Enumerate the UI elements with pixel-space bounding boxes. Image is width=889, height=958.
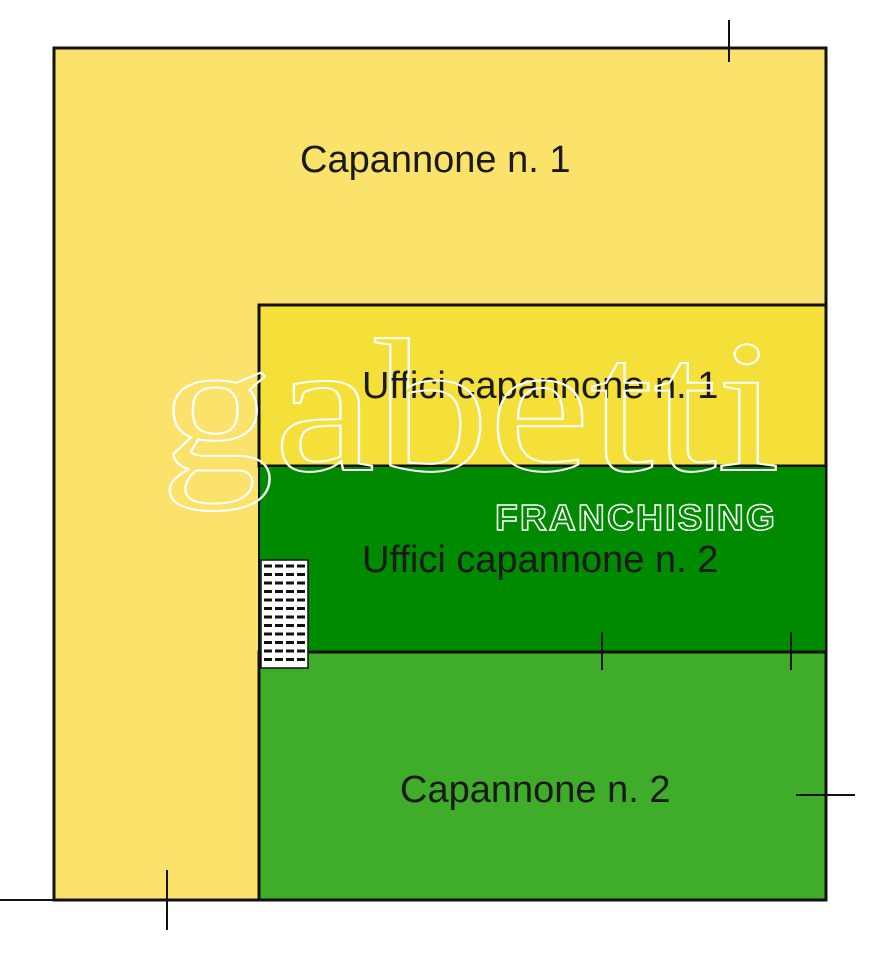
gabetti-logo-watermark: gabetti FRANCHISING [159, 301, 781, 539]
svg-text:FRANCHISING: FRANCHISING [495, 497, 777, 538]
reference-ticks [0, 20, 855, 930]
staircase [260, 559, 309, 669]
capannone-2-label: Capannone n. 2 [400, 769, 670, 811]
svg-text:gabetti: gabetti [160, 302, 780, 512]
uffici-capannone-1-area [257, 303, 828, 468]
uffici-capannone-2-label: Uffici capannone n. 2 [362, 539, 718, 581]
uffici-capannone-2-area [258, 465, 827, 653]
capannone-1-label: Capannone n. 1 [300, 139, 570, 181]
capannone-2-area [257, 650, 828, 902]
uffici-capannone-1-label: Uffici capannone n. 1 [362, 365, 718, 407]
